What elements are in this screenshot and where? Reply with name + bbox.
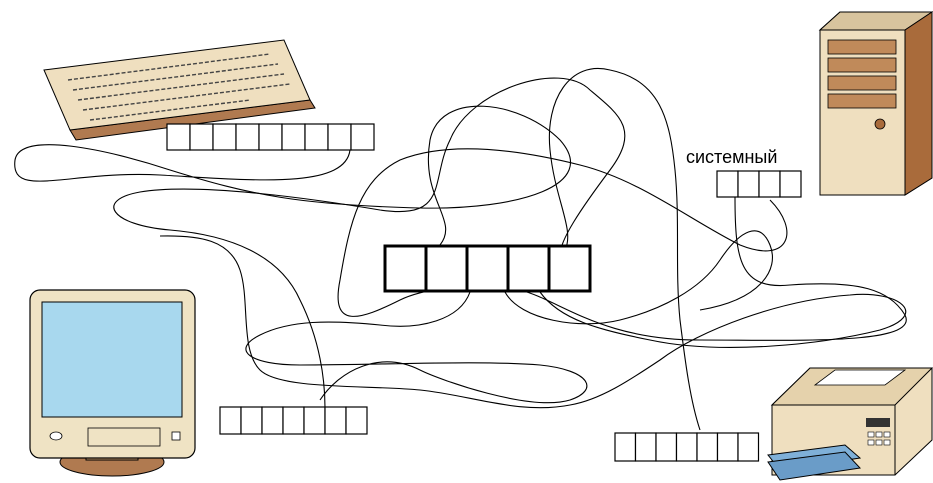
printer-icon — [767, 367, 933, 481]
port-cell — [282, 406, 305, 435]
wire-loop-c — [504, 230, 774, 325]
connection-wires — [14, 67, 907, 431]
port-cell — [716, 170, 739, 198]
port-cell — [696, 432, 719, 462]
wire-monitor — [113, 77, 626, 409]
port-cell — [383, 244, 428, 293]
port-cell — [614, 432, 637, 462]
monitor-icon — [29, 289, 196, 477]
port-cell — [506, 244, 551, 293]
port-cell — [189, 123, 214, 151]
port-cell — [240, 406, 263, 435]
central-board-port-row — [383, 244, 592, 293]
port-cell — [424, 244, 469, 293]
port-cell — [281, 123, 306, 151]
system-unit-icon — [818, 11, 933, 196]
port-cell — [327, 123, 352, 151]
port-cell — [304, 123, 329, 151]
system-unit-port-row — [716, 170, 802, 198]
port-cell — [350, 123, 375, 151]
port-cell — [303, 406, 326, 435]
port-cell — [166, 123, 191, 151]
port-cell — [261, 406, 284, 435]
port-cell — [235, 123, 260, 151]
port-cell — [737, 170, 760, 198]
monitor-port-row — [219, 406, 368, 435]
port-cell — [716, 432, 739, 462]
wire-loop-b — [245, 291, 588, 404]
keyboard-port-row — [166, 123, 375, 151]
port-cell — [219, 406, 242, 435]
printer-port-row — [614, 432, 760, 462]
port-cell — [675, 432, 698, 462]
port-boxes — [166, 123, 802, 462]
keyboard-icon — [43, 39, 316, 141]
system-unit-label: системный — [686, 147, 777, 167]
port-cell — [212, 123, 237, 151]
port-cell — [258, 123, 283, 151]
port-cell — [634, 432, 657, 462]
port-cell — [655, 432, 678, 462]
port-cell — [345, 406, 368, 435]
port-cell — [465, 244, 510, 293]
port-cell — [779, 170, 802, 198]
port-cell — [758, 170, 781, 198]
port-cell — [324, 406, 347, 435]
wire-system-unit — [337, 148, 907, 341]
port-cell — [547, 244, 592, 293]
wire-loop-a — [159, 235, 907, 409]
port-cell — [737, 432, 760, 462]
wire-printer — [548, 67, 701, 431]
